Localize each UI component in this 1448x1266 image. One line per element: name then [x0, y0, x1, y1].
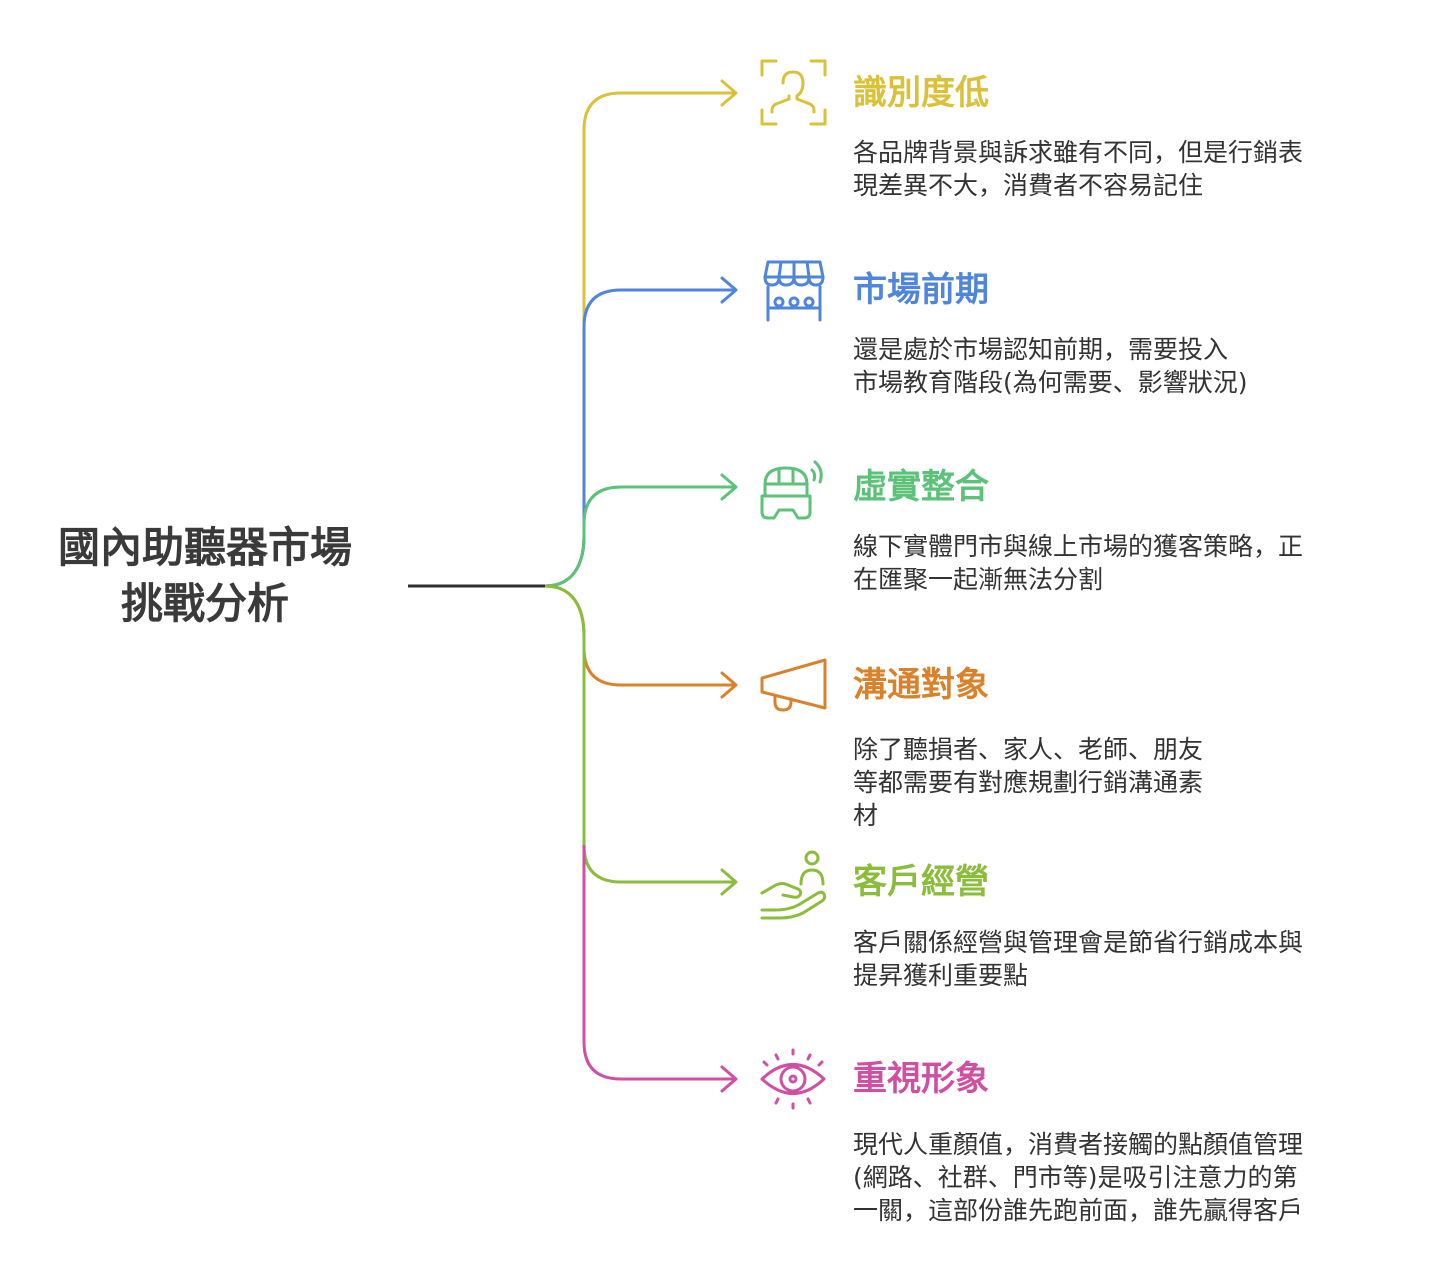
megaphone-icon [760, 658, 827, 712]
desc-line: 現差異不大，消費者不容易記住 [853, 171, 1204, 200]
branch-desc-recognition: 各品牌背景與訴求雖有不同，但是行銷表 現差異不大，消費者不容易記住 [853, 136, 1303, 202]
desc-line: 線下實體門市與線上市場的獲客策略，正 [853, 532, 1304, 561]
arrowhead-customer [720, 868, 738, 896]
connector-omni [544, 485, 734, 588]
connector-market [544, 288, 734, 588]
arrowhead-recognition [720, 79, 738, 107]
branch-title-market: 市場前期 [853, 270, 989, 310]
hand-care-icon [760, 850, 827, 920]
desc-line: 材 [853, 801, 879, 830]
desc-line: 市場教育階段(為何需要、影響狀況) [853, 368, 1248, 397]
desc-line: 一關，這部份誰先跑前面，誰先贏得客戶 [853, 1196, 1304, 1225]
arrowhead-omni [720, 473, 738, 501]
connector-image [582, 845, 734, 1081]
user-scan-icon [760, 59, 827, 126]
branch-title-omni: 虛實整合 [853, 467, 989, 507]
desc-line: 現代人重顏值，消費者接觸的點顏值管理 [853, 1130, 1304, 1159]
branch-desc-omni: 線下實體門市與線上市場的獲客策略，正 在匯聚一起漸無法分割 [853, 530, 1303, 596]
desc-line: 還是處於市場認知前期，需要投入 [853, 335, 1229, 364]
branch-desc-audience: 除了聽損者、家人、老師、朋友 等都需要有對應規劃行銷溝通素 材 [853, 733, 1203, 832]
connector-recognition [544, 91, 734, 588]
desc-line: 客戶關係經營與管理會是節省行銷成本與 [853, 928, 1304, 957]
arrowhead-image [720, 1065, 738, 1093]
desc-line: (網路、社群、門市等)是吸引注意力的第 [853, 1163, 1298, 1192]
desc-line: 提昇獲利重要點 [853, 961, 1029, 990]
root-node-title: 國內助聽器市場 挑戰分析 [20, 520, 390, 632]
branch-title-audience: 溝通對象 [853, 665, 989, 705]
desc-line: 各品牌背景與訴求雖有不同，但是行銷表 [853, 138, 1304, 167]
eye-target-icon [760, 1048, 826, 1110]
desc-line: 除了聽損者、家人、老師、朋友 [853, 735, 1204, 764]
branch-title-image: 重視形象 [853, 1059, 989, 1099]
root-title-line: 國內助聽器市場 [57, 523, 352, 572]
branch-title-recognition: 識別度低 [853, 73, 989, 113]
branch-desc-customer: 客戶關係經營與管理會是節省行銷成本與 提昇獲利重要點 [853, 926, 1303, 992]
desc-line: 等都需要有對應規劃行銷溝通素 [853, 768, 1204, 797]
branch-title-customer: 客戶經營 [853, 862, 989, 902]
root-title-line: 挑戰分析 [120, 579, 289, 628]
arrowhead-audience [720, 671, 738, 699]
desc-line: 在匯聚一起漸無法分割 [853, 565, 1104, 594]
market-stall-icon [763, 260, 825, 322]
arrowhead-market [720, 276, 738, 304]
branch-desc-market: 還是處於市場認知前期，需要投入 市場教育階段(為何需要、影響狀況) [853, 333, 1248, 399]
branch-desc-image: 現代人重顏值，消費者接觸的點顏值管理 (網路、社群、門市等)是吸引注意力的第 一… [853, 1128, 1303, 1227]
connector-audience [544, 584, 734, 687]
smart-store-icon [760, 460, 823, 520]
connector-customer [544, 584, 734, 884]
